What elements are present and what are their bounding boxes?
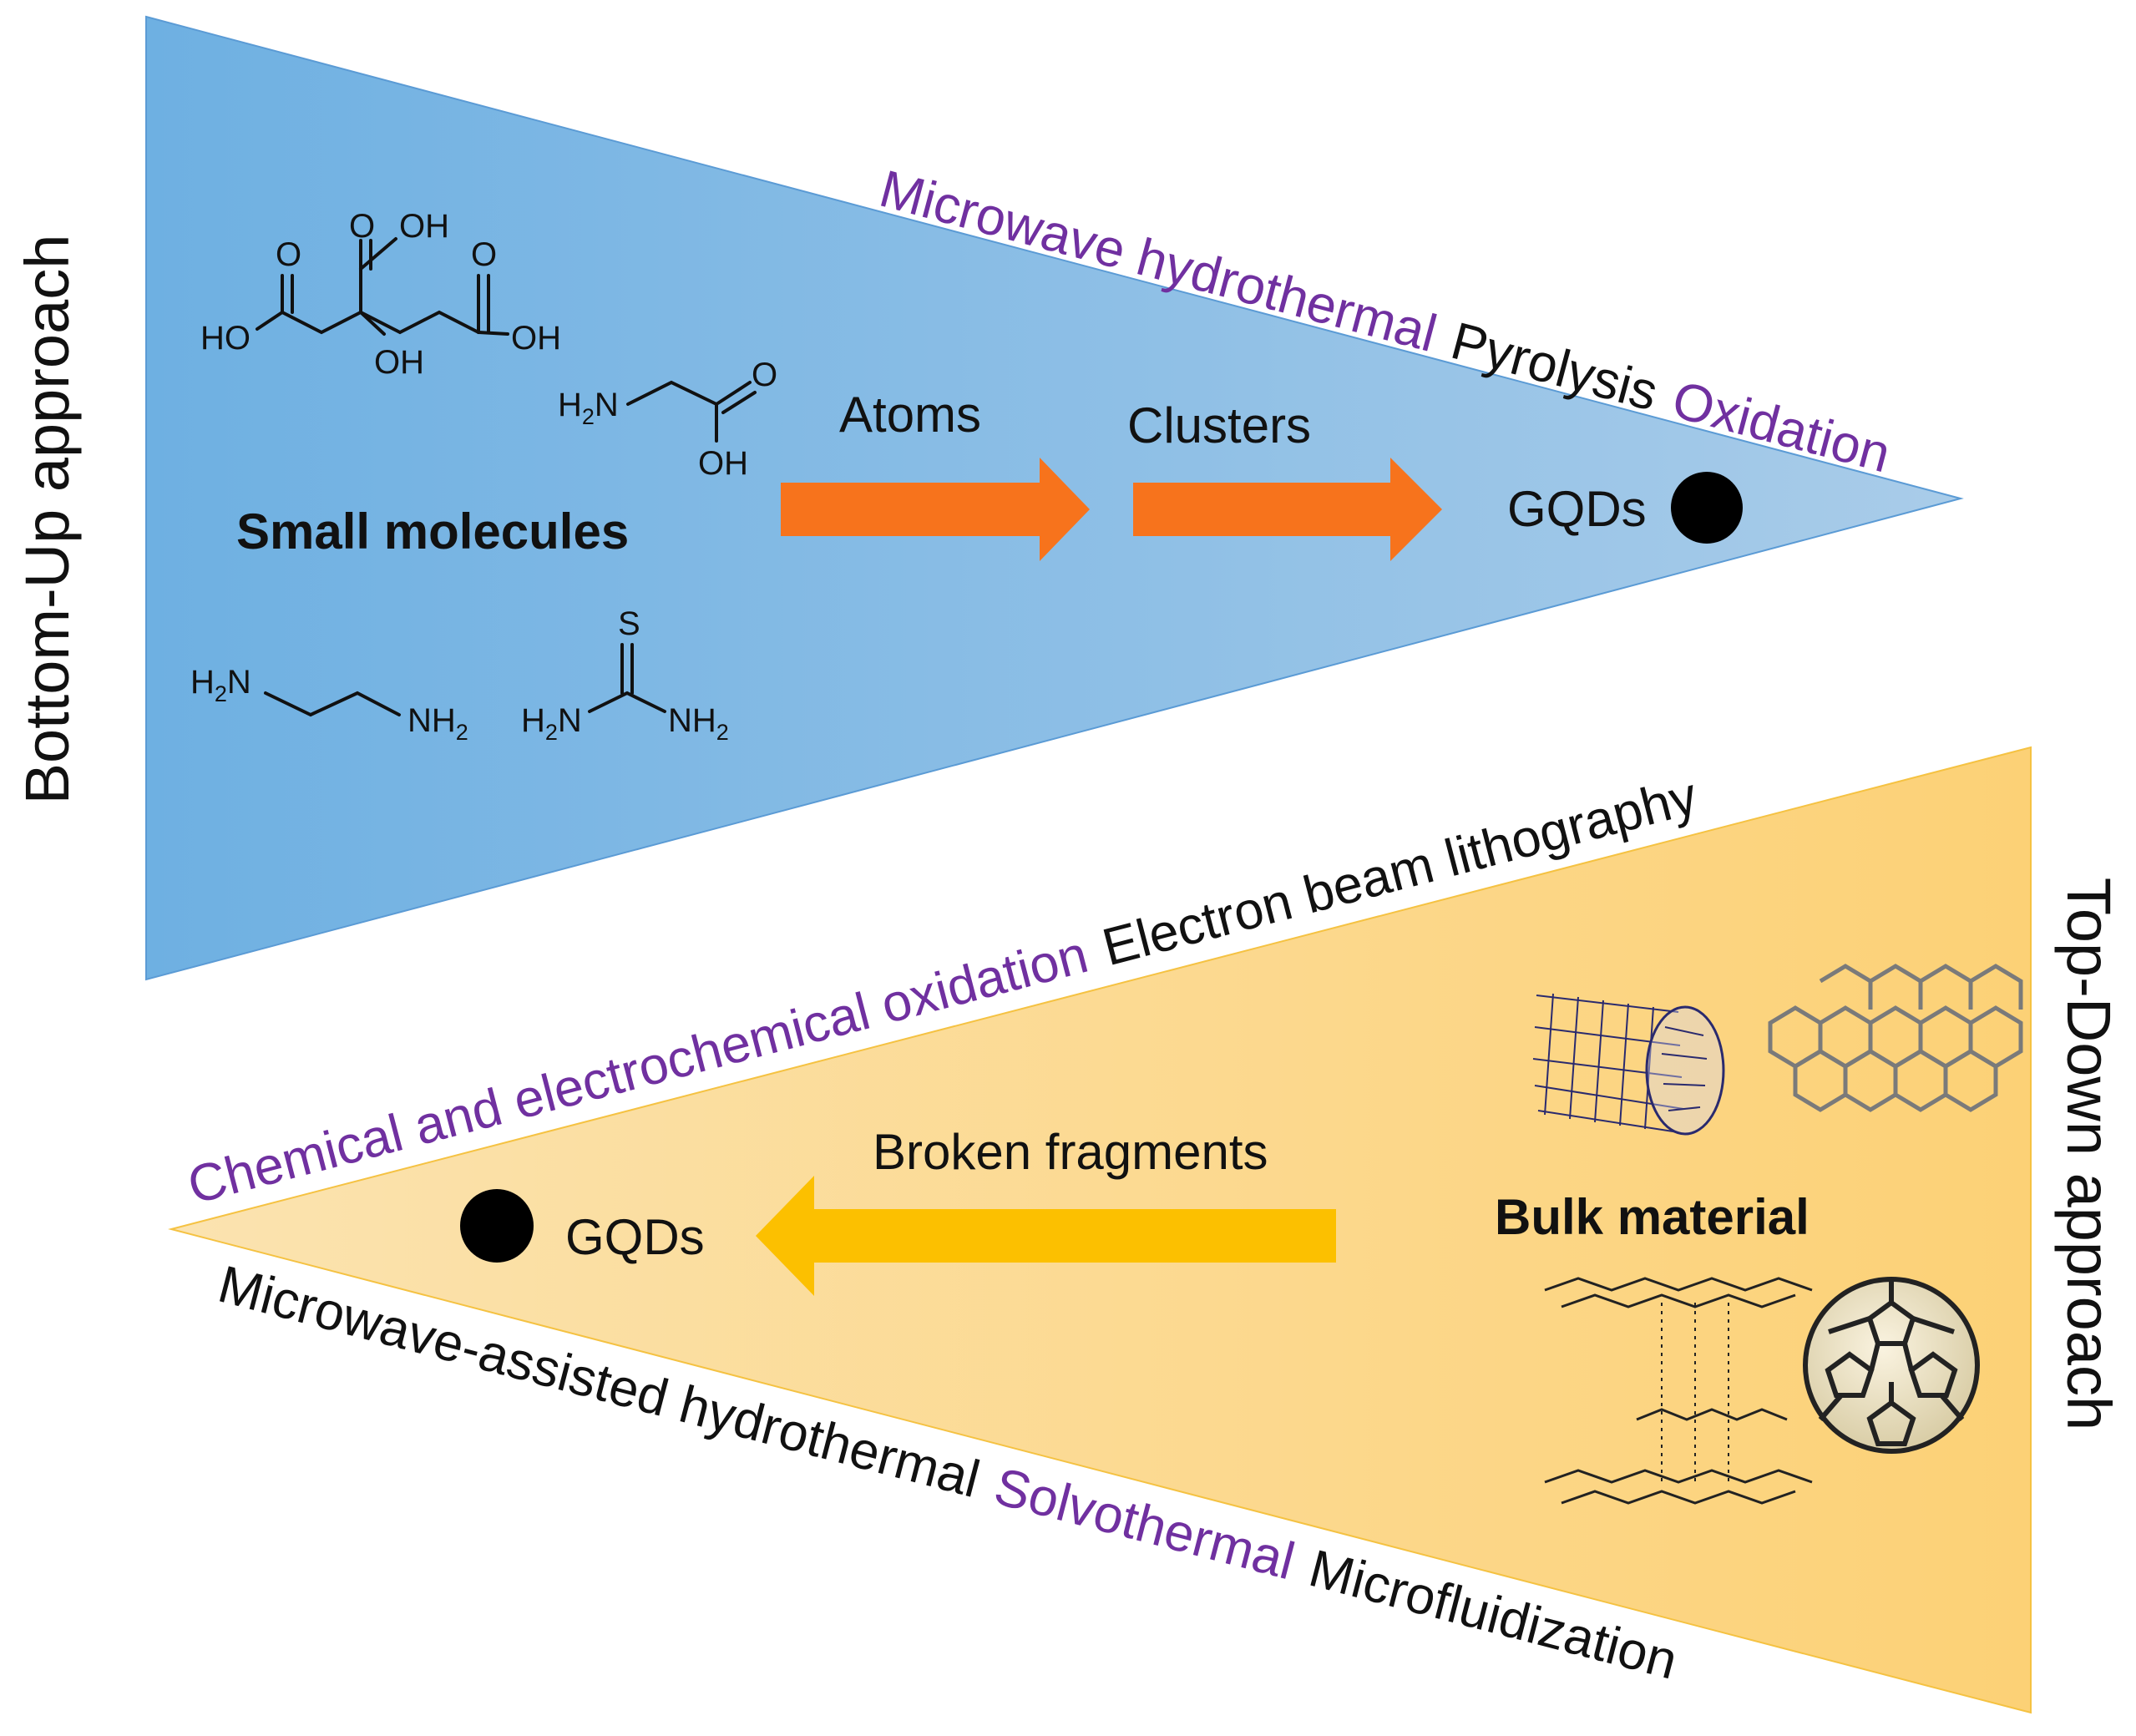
top-down-product-label: GQDs (565, 1209, 705, 1265)
glycine-structure: H2N O OH (558, 357, 777, 482)
graphene-sheet-image (1768, 964, 2023, 1112)
gqd-dot-top-down (460, 1189, 534, 1263)
glycine-oh: OH (698, 445, 748, 482)
bottom-up-product-label: GQDs (1507, 481, 1647, 537)
citric-acid-ho-left: HO (200, 320, 251, 357)
thiourea-nh2: NH2 (668, 702, 729, 745)
arrow-broken-fragments (756, 1176, 1336, 1296)
graphite-layers-image (1544, 1277, 1813, 1505)
top-down-side-label: Top-Down approach (2054, 878, 2123, 1430)
citric-acid-structure: O OH O O HO OH OH (200, 208, 561, 381)
citric-acid-oh-right: OH (511, 320, 561, 357)
arrow-to-atoms (781, 458, 1090, 561)
carbon-nanotube-image (1532, 993, 1725, 1136)
thiourea-h2n: H2N (521, 702, 582, 745)
step-clusters-label: Clusters (1127, 397, 1311, 453)
citric-acid-oh-bottom: OH (374, 344, 424, 381)
step-broken-fragments-label: Broken fragments (873, 1124, 1268, 1180)
fullerene-image (1803, 1277, 1980, 1454)
citric-acid-o-top: O (349, 208, 375, 245)
glycine-o: O (752, 357, 777, 393)
arrow-to-clusters (1133, 458, 1442, 561)
glycine-h2n: H2N (558, 387, 619, 429)
ethylenediamine-structure: H2N NH2 (190, 664, 468, 745)
gqd-dot-bottom-up (1671, 472, 1743, 544)
citric-acid-o-left: O (276, 236, 301, 273)
bulk-material-label: Bulk material (1495, 1189, 1810, 1245)
small-molecules-label: Small molecules (236, 504, 629, 559)
thiourea-structure: S H2N NH2 (521, 605, 729, 745)
ethylenediamine-h2n: H2N (190, 664, 251, 706)
citric-acid-o-right: O (471, 236, 497, 273)
citric-acid-oh-top: OH (399, 208, 449, 245)
thiourea-s: S (618, 605, 640, 642)
ethylenediamine-nh2: NH2 (407, 702, 468, 745)
bottom-up-side-label: Bottom-Up approach (13, 235, 82, 805)
step-atoms-label: Atoms (839, 387, 981, 443)
